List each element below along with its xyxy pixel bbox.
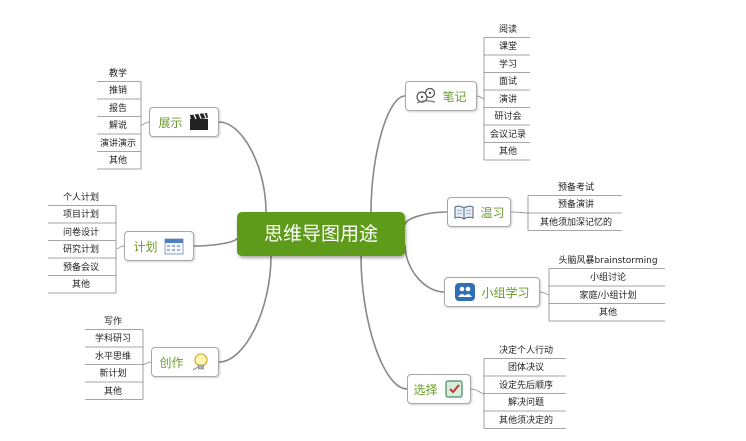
main-branch-choose [360,255,408,390]
leaf-notes-1[interactable]: 阅读 [498,24,517,35]
clapperboard-icon [188,112,210,132]
leaf-review-2[interactable]: 预备演讲 [557,200,594,210]
leaf-notes-8[interactable]: 其他 [498,147,517,157]
topic-to-leaves-connector [115,245,125,250]
topic-to-leaves-connector [142,361,152,365]
topic-review[interactable]: 温习 [447,197,511,227]
leaf-create-3[interactable]: 水平思维 [94,351,131,362]
leaf-present-2[interactable]: 推销 [108,86,127,96]
leaf-plan-4[interactable]: 研究计划 [62,245,99,255]
leaf-choose-4[interactable]: 解决问题 [507,398,544,408]
people-icon [454,282,476,302]
topic-to-leaves-connector [140,121,150,126]
leaf-notes-3[interactable]: 学习 [498,59,517,70]
leaf-group-1[interactable]: 头脑风暴brainstorming [558,255,658,266]
main-branch-notes [370,95,406,213]
topic-label: 计划 [133,239,158,254]
topic-present[interactable]: 展示 [149,107,219,137]
film-reel-icon [415,86,437,106]
leaf-create-5[interactable]: 其他 [103,386,122,397]
topic-label: 温习 [480,205,505,220]
main-branch-plan [193,237,238,247]
leaf-present-4[interactable]: 解说 [108,121,127,131]
leaf-choose-5[interactable]: 其他须决定的 [498,415,553,426]
checkbox-icon [443,379,465,399]
topic-create[interactable]: 创作 [151,347,219,377]
leaf-notes-7[interactable]: 会议记录 [489,129,526,140]
topic-notes[interactable]: 笔记 [405,81,477,111]
topic-to-leaves-connector [539,291,550,296]
leaf-present-5[interactable]: 演讲演示 [99,138,136,149]
leaf-plan-1[interactable]: 个人计划 [62,192,99,203]
leaf-notes-4[interactable]: 面试 [498,77,517,87]
leaf-create-1[interactable]: 写作 [103,316,122,327]
leaf-review-3[interactable]: 其他须加深记忆的 [539,217,612,228]
main-branch-group [404,244,445,293]
leaf-choose-2[interactable]: 团体决议 [507,363,544,373]
topic-to-leaves-connector [510,211,529,214]
leaf-choose-1[interactable]: 决定个人行动 [498,345,553,356]
light-bulb-icon [189,352,211,372]
leaf-plan-6[interactable]: 其他 [71,280,90,290]
leaf-present-1[interactable]: 教学 [108,68,127,79]
topic-group-study[interactable]: 小组学习 [444,277,540,307]
leaf-plan-3[interactable]: 问卷设计 [62,227,99,238]
leaf-create-2[interactable]: 学科研习 [94,334,131,344]
leaf-review-1[interactable]: 预备考试 [557,182,594,193]
leaf-choose-3[interactable]: 设定先后顺序 [498,380,553,391]
leaf-present-6[interactable]: 其他 [108,156,127,166]
topic-to-leaves-connector [470,388,485,394]
topic-label: 小组学习 [481,285,530,300]
open-book-icon [453,202,475,222]
main-branch-review [404,211,448,226]
leaf-notes-5[interactable]: 演讲 [498,94,517,105]
central-topic[interactable]: 思维导图用途 [237,212,405,256]
topic-label: 笔记 [442,89,467,104]
leaf-group-2[interactable]: 小组讨论 [589,273,626,283]
main-branch-create [218,255,272,363]
leaf-notes-6[interactable]: 研讨会 [494,112,522,122]
main-branch-present [218,121,267,213]
topic-label: 展示 [158,115,183,130]
leaf-group-3[interactable]: 家庭/小组计划 [579,290,637,301]
topic-label: 选择 [413,382,438,397]
leaf-group-4[interactable]: 其他 [598,308,617,318]
leaf-plan-5[interactable]: 预备会议 [62,262,99,273]
leaf-present-3[interactable]: 报告 [108,103,127,114]
topic-label: 创作 [159,355,184,370]
leaf-notes-2[interactable]: 课堂 [498,42,517,52]
leaf-plan-2[interactable]: 项目计划 [62,210,99,220]
topic-to-leaves-connector [476,95,485,100]
leaf-create-4[interactable]: 新计划 [99,369,127,379]
topic-plan[interactable]: 计划 [124,231,194,261]
topic-choose[interactable]: 选择 [407,374,471,404]
calendar-icon [163,236,185,256]
